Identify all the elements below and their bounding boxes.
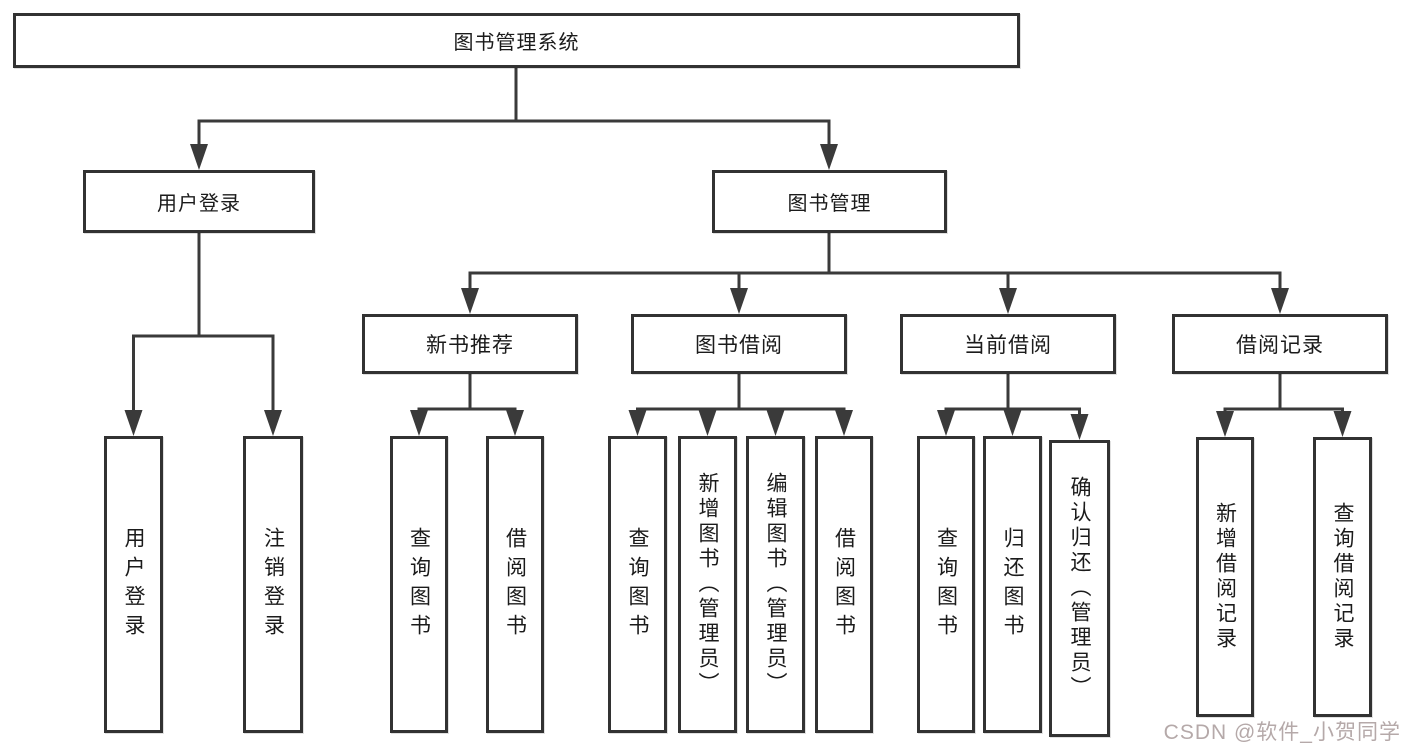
arrowhead — [410, 410, 428, 436]
arrowhead — [1271, 288, 1289, 314]
arrowhead — [698, 410, 717, 436]
arrowhead — [1003, 410, 1022, 436]
leaf-borrow-books-2: 借阅图书 — [815, 436, 873, 733]
arrowhead — [766, 410, 785, 436]
node-borrow-record: 借阅记录 — [1172, 314, 1388, 374]
node-user-login: 用户登录 — [83, 170, 315, 233]
leaf-logout: 注销登录 — [243, 436, 303, 733]
arrowhead — [506, 410, 524, 436]
leaf-return-books: 归还图书 — [983, 436, 1042, 733]
leaf-add-books-admin: 新增图书（管理员） — [678, 436, 737, 733]
arrowhead — [628, 410, 647, 436]
node-root-library-system: 图书管理系统 — [13, 13, 1020, 68]
arrowhead — [820, 144, 838, 170]
leaf-edit-books-admin: 编辑图书（管理员） — [746, 436, 805, 733]
arrowhead — [1333, 411, 1352, 437]
arrowhead — [999, 288, 1017, 314]
csdn-watermark: CSDN @软件_小贺同学 — [1163, 721, 1401, 744]
leaf-user-login: 用户登录 — [104, 436, 163, 733]
leaf-query-books-2: 查询图书 — [608, 436, 667, 733]
node-book-management: 图书管理 — [712, 170, 947, 233]
leaf-query-borrow-record: 查询借阅记录 — [1313, 437, 1372, 717]
node-book-borrow: 图书借阅 — [631, 314, 847, 374]
arrowhead — [264, 410, 282, 436]
arrowhead — [1216, 411, 1234, 437]
leaf-query-books-1: 查询图书 — [390, 436, 448, 733]
arrowhead — [461, 288, 479, 314]
leaf-borrow-books-1: 借阅图书 — [486, 436, 544, 733]
leaf-query-books-3: 查询图书 — [917, 436, 975, 733]
node-current-borrow: 当前借阅 — [900, 314, 1116, 374]
arrowhead — [730, 288, 748, 314]
arrowhead — [835, 410, 853, 436]
arrowhead — [190, 144, 208, 170]
arrowhead — [937, 410, 955, 436]
arrowhead — [1070, 414, 1089, 440]
leaf-add-borrow-record: 新增借阅记录 — [1196, 437, 1254, 717]
arrowhead — [124, 410, 143, 436]
node-new-book-recommend: 新书推荐 — [362, 314, 578, 374]
leaf-confirm-return-admin: 确认归还（管理员） — [1049, 440, 1110, 737]
